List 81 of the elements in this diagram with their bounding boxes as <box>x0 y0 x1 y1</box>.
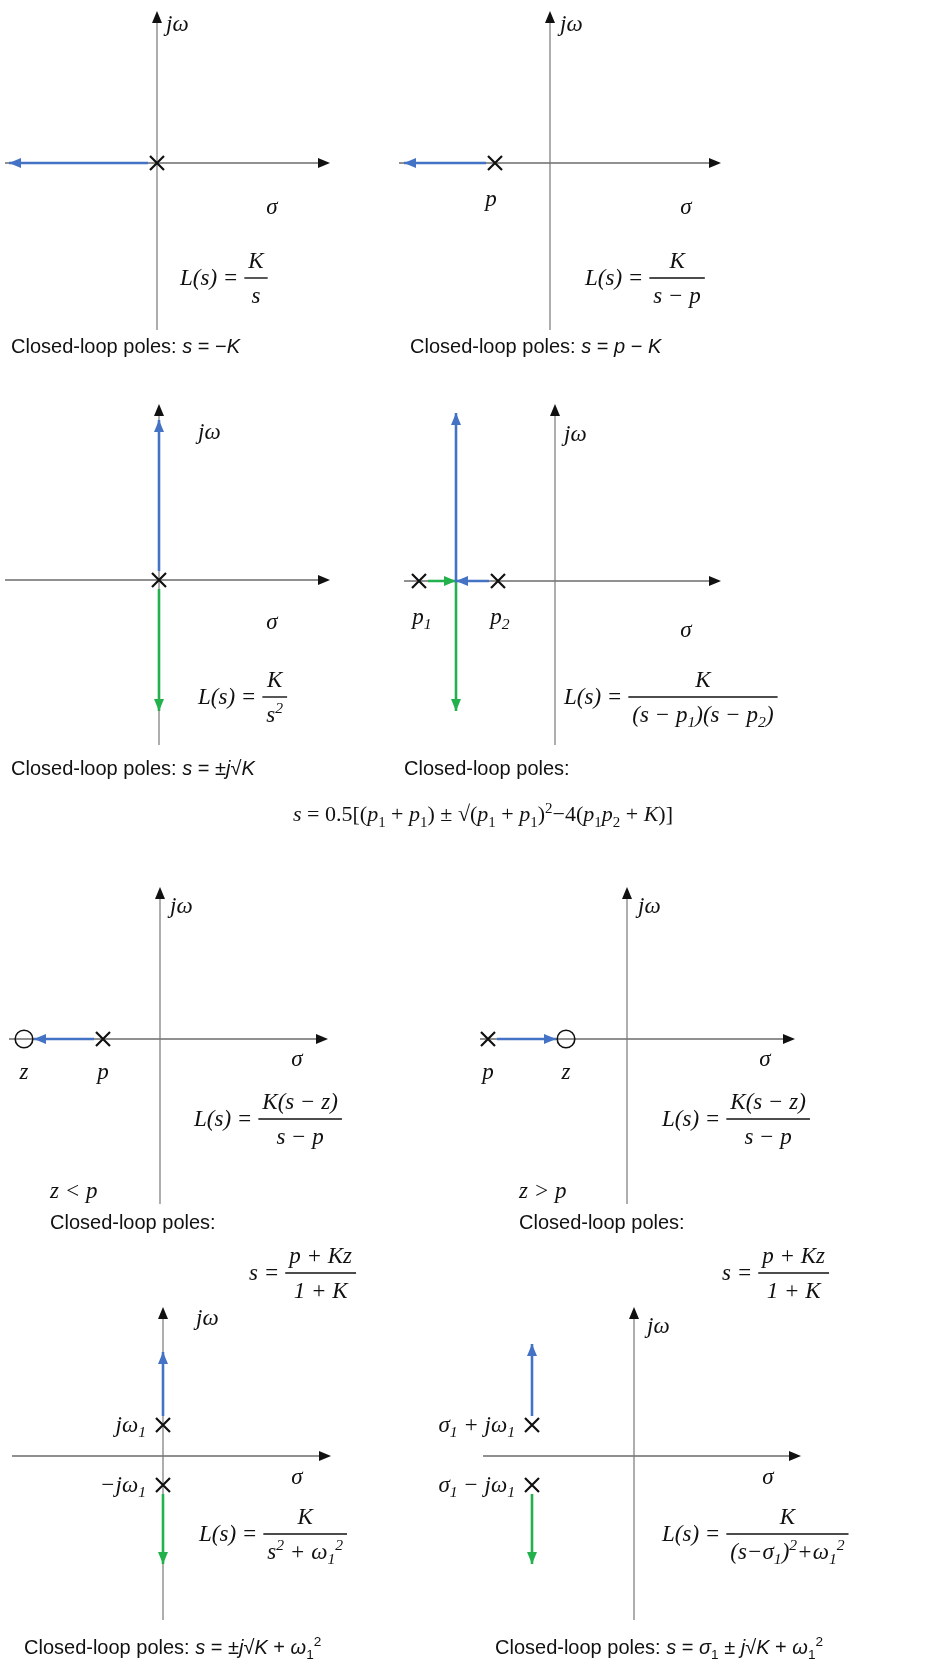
locus-arrow <box>404 158 486 168</box>
caption: Closed-loop poles: s = ±j√K <box>11 756 255 780</box>
formula: 1 + K <box>766 1277 821 1305</box>
formula: (s − p$_{1}$)(s − p$_{2}$) <box>632 701 774 729</box>
axis-label: σ <box>759 1045 771 1073</box>
formula: L(s) = <box>662 1105 721 1133</box>
formula: K <box>669 247 685 275</box>
zero-marker <box>14 1029 34 1049</box>
pole-label: σ$_{1}$ + jω$_{1}$ <box>438 1411 515 1439</box>
formula: s = <box>249 1259 280 1287</box>
pole-marker <box>523 1416 541 1434</box>
axis-label: σ <box>291 1045 303 1073</box>
locus-arrow <box>154 420 164 571</box>
locus-arrow <box>158 1494 168 1564</box>
formula: K <box>297 1503 313 1531</box>
formula: L(s) = <box>180 264 239 292</box>
formula: p + Kz <box>289 1242 353 1270</box>
formula: K <box>695 666 711 694</box>
locus-arrow <box>428 576 461 711</box>
formula: L(s) = <box>564 683 623 711</box>
formula: s − p <box>276 1123 324 1151</box>
locus-arrow <box>9 158 148 168</box>
condition-label: z < p <box>50 1177 98 1205</box>
formula: L(s) = <box>585 264 644 292</box>
formula: K <box>248 247 264 275</box>
pole-marker <box>410 572 428 590</box>
formula: L(s) = <box>199 1520 258 1548</box>
pole-marker <box>148 154 166 172</box>
locus-arrow <box>527 1494 537 1564</box>
formula: 1 + K <box>293 1277 348 1305</box>
formula: s$^{2}$ <box>266 701 284 729</box>
locus-arrow <box>154 589 164 711</box>
pole-label: jω$_{1}$ <box>115 1411 146 1439</box>
axis-label: σ <box>266 608 278 636</box>
pole-label: σ$_{1}$ − jω$_{1}$ <box>438 1471 515 1499</box>
pole-label: p <box>97 1058 109 1086</box>
pole-label: −jω$_{1}$ <box>100 1471 146 1499</box>
formula: L(s) = <box>662 1520 721 1548</box>
pole-label: p <box>482 1058 494 1086</box>
condition-label: z > p <box>519 1177 567 1205</box>
formula: K <box>779 1503 796 1531</box>
pole-marker <box>479 1030 497 1048</box>
zero-label: z <box>19 1058 29 1086</box>
locus-arrow <box>497 1034 556 1044</box>
pole-marker <box>486 154 504 172</box>
formula: K(s − z) <box>730 1088 806 1116</box>
locus-arrow <box>451 413 489 586</box>
axis-label: σ <box>762 1463 774 1491</box>
zero-marker <box>556 1029 576 1049</box>
formula: K(s − z) <box>262 1088 338 1116</box>
locus-arrow <box>34 1034 94 1044</box>
caption: Closed-loop poles: s = p − K <box>410 334 662 358</box>
pole-marker <box>489 572 507 590</box>
axis-label: σ <box>680 193 692 221</box>
pole-label: p <box>485 185 497 213</box>
formula: K <box>267 666 283 694</box>
formula: s − p <box>653 282 701 310</box>
formula: s = <box>722 1259 753 1287</box>
axis-label: σ <box>266 193 278 221</box>
locus-arrow <box>527 1344 537 1416</box>
formula: L(s) = <box>198 683 257 711</box>
locus-arrow <box>158 1352 168 1416</box>
pole-marker <box>94 1030 112 1048</box>
pole-label: p$_{2}$ <box>490 603 510 631</box>
formula: s <box>251 282 261 310</box>
pole-marker <box>154 1476 172 1494</box>
pole-marker <box>523 1476 541 1494</box>
caption: Closed-loop poles: <box>519 1210 685 1234</box>
caption: Closed-loop poles: <box>50 1210 216 1234</box>
formula: L(s) = <box>194 1105 253 1133</box>
pole-marker <box>150 571 168 589</box>
axis-label: σ <box>291 1463 303 1491</box>
formula: p + Kz <box>762 1242 826 1270</box>
caption: Closed-loop poles: <box>404 756 570 780</box>
zero-label: z <box>561 1058 571 1086</box>
axis-label: σ <box>680 616 692 644</box>
pole-label: p$_{1}$ <box>412 603 432 631</box>
caption: Closed-loop poles: s = −K <box>11 334 241 358</box>
formula: s − p <box>744 1123 792 1151</box>
pole-marker <box>154 1416 172 1434</box>
formula: s = 0.5[(p$_{1}$ + p$_{1}$) ± √(p$_{1}$ + p$_{1}$)$^{2}$−4(p$_{1}$p$_{2}$ + K)] <box>293 801 673 827</box>
